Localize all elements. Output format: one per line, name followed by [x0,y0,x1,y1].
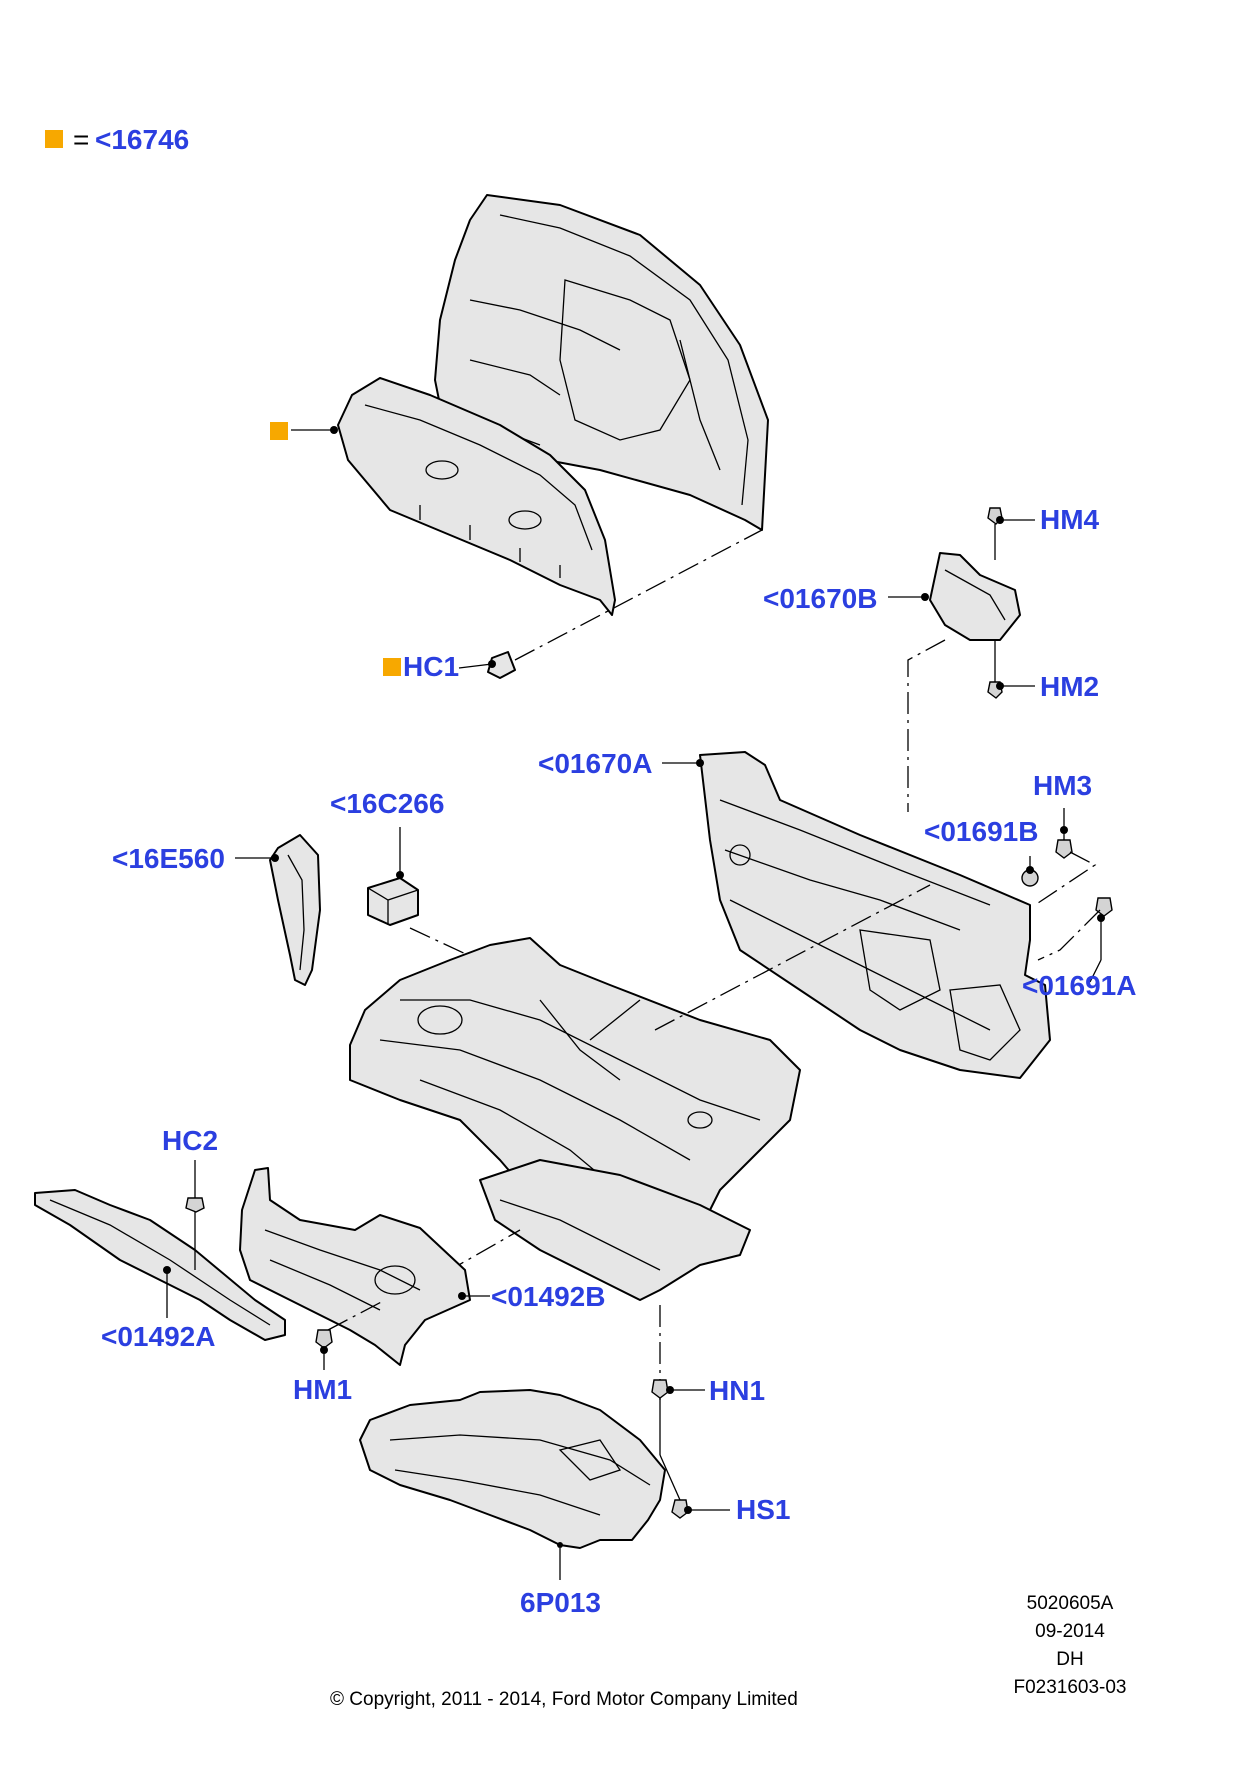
side-shield-b-part [239,1167,471,1366]
label-hm3[interactable]: HM3 [1033,770,1093,801]
label-hn1[interactable]: HN1 [709,1375,766,1406]
label-hm4[interactable]: HM4 [1040,504,1100,535]
label-16c266[interactable]: <16C266 [330,788,445,819]
module-box-part [367,877,419,926]
hc1-marker [383,658,401,676]
label-hc2[interactable]: HC2 [162,1125,219,1156]
meta-date: 09-2014 [1035,1621,1105,1642]
meta-figure: F0231603-03 [1013,1677,1127,1698]
label-01670b[interactable]: <01670B [763,583,878,614]
bolt-hm1-part [315,1299,386,1349]
label-16e560[interactable]: <16E560 [112,843,225,874]
meta-initials: DH [1056,1649,1084,1670]
label-01670a[interactable]: <01670A [538,748,653,779]
structure-panel-centerline [654,884,931,1031]
bolt-01691a-part [1037,897,1113,961]
hood-clip-centerline [514,529,763,661]
leader-lines [163,426,1105,1580]
insulator-marker [270,422,288,440]
label-01492b[interactable]: <01492B [491,1281,606,1312]
label-hc1[interactable]: HC1 [403,651,460,682]
bolt-hm4-part [987,507,1003,560]
side-shield-a-part [34,1189,286,1341]
bolt-hn1-part [651,1379,669,1455]
hood-insulator-part [337,377,616,616]
legend-ref-label[interactable]: <16746 [95,124,190,155]
legend-marker [45,130,63,148]
copyright-text: © Copyright, 2011 - 2014, Ford Motor Com… [330,1689,798,1710]
label-hm2[interactable]: HM2 [1040,671,1100,702]
crossmember-part [479,1159,751,1301]
label-hs1[interactable]: HS1 [736,1494,791,1525]
bolt-hs1-part [659,1454,689,1519]
label-01691b[interactable]: <01691B [924,816,1039,847]
figure-meta: 5020605A 09-2014 DH F0231603-03 [995,1590,1145,1702]
meta-code: 5020605A [1026,1593,1114,1614]
label-01691a[interactable]: <01691A [1022,970,1137,1001]
cowl-bracket-part [929,552,1021,641]
bracket-centerline [907,639,946,812]
label-hm1[interactable]: HM1 [293,1374,353,1405]
side-bracket-part [269,834,321,986]
clip-hc2-part [185,1197,205,1213]
label-6p013[interactable]: 6P013 [520,1587,601,1618]
cowl-panel-part [699,751,1051,1079]
label-01492a[interactable]: <01492A [101,1321,216,1352]
bolt-hm3-part [1034,828,1097,906]
legend-equals: = [73,124,90,155]
clip-hc1-part [487,651,516,679]
under-tray-part [359,1389,666,1549]
